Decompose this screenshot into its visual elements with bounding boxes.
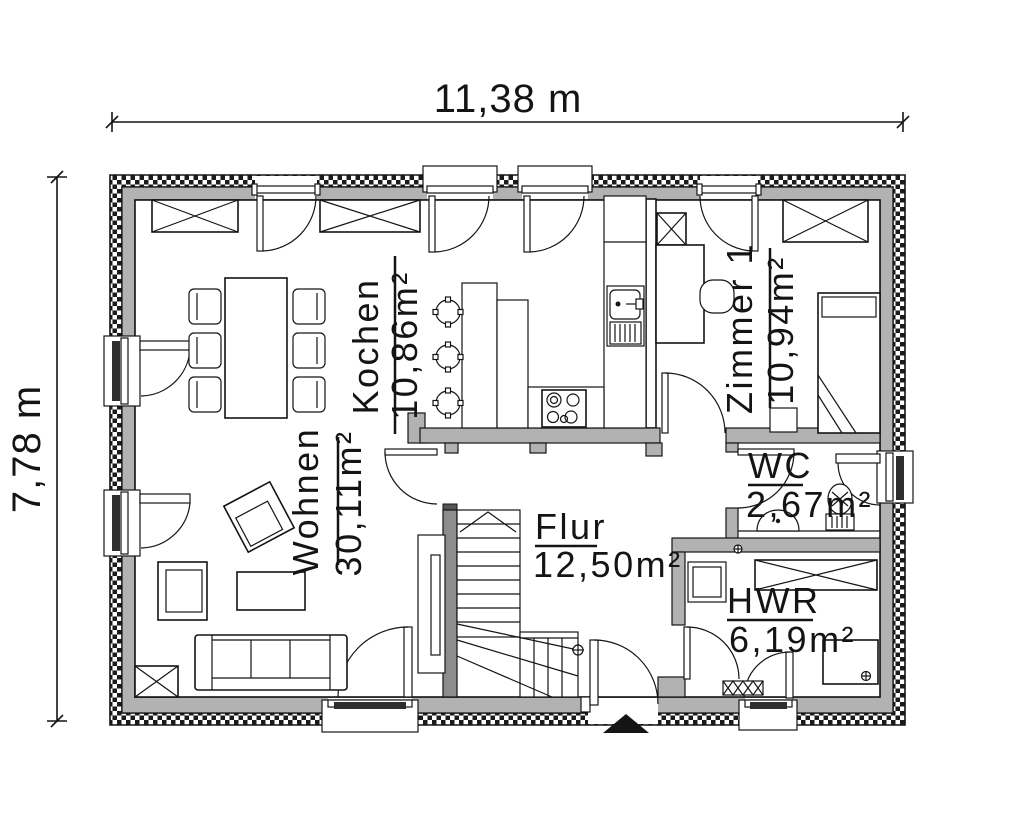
- wc-fixtures: [738, 483, 880, 532]
- room-area: 6,19m²: [729, 619, 856, 660]
- stair-direction-arrow: [459, 511, 517, 533]
- coffee-table: [236, 571, 306, 611]
- room-name: WC: [748, 445, 813, 486]
- nightstand: [769, 407, 798, 433]
- bed: [817, 292, 881, 434]
- dimension-left: 7,78 m: [5, 170, 67, 728]
- door-zimmer1: [661, 372, 726, 434]
- room-area: 10,94m²: [760, 255, 801, 405]
- room-label-flur: Flur 12,50m²: [533, 506, 683, 585]
- sideboard-x-1: [151, 199, 239, 233]
- window-zimmer1: [696, 176, 762, 252]
- entrance-door: [580, 639, 659, 724]
- room-area: 2,67m²: [746, 484, 873, 525]
- corner-cabinet-x: [134, 665, 179, 698]
- wardrobe-zimmer1: [782, 199, 869, 243]
- dining-table: [224, 277, 288, 419]
- terrace-door-1: [422, 165, 498, 253]
- room-label-kochen: Kochen 10,86m²: [345, 256, 425, 434]
- window-left-1: [103, 335, 191, 407]
- interior-walls: [407, 198, 881, 698]
- window-left-2: [103, 489, 191, 557]
- room-name: Zimmer 1: [719, 242, 760, 414]
- armchair-rotated: [222, 480, 296, 554]
- door-wc: [737, 448, 795, 509]
- terrace-door-2: [517, 165, 593, 253]
- dimension-top: 11,38 m: [105, 77, 910, 132]
- room-name: Kochen: [345, 277, 386, 414]
- room-label-hwr: HWR 6,19m²: [727, 580, 856, 660]
- window-wc: [835, 450, 914, 506]
- kitchen-sink: [606, 285, 645, 347]
- desk: [655, 244, 705, 344]
- dimension-width-label: 11,38 m: [434, 77, 583, 121]
- cabinet-zimmer1: [656, 212, 687, 246]
- entrance-arrow: [603, 714, 649, 733]
- armchair: [157, 561, 208, 621]
- dining-chairs: [188, 288, 326, 413]
- dimension-height-label: 7,78 m: [5, 385, 49, 513]
- room-area: 30,11m²: [328, 430, 369, 577]
- radiator: [722, 679, 764, 697]
- room-area: 10,86m²: [384, 270, 425, 420]
- tv-board: [417, 534, 446, 674]
- hwr-sink-unit: [687, 544, 743, 603]
- door-hwr: [683, 626, 740, 680]
- staircase: [442, 503, 584, 698]
- room-name: Flur: [535, 506, 607, 547]
- stove: [541, 389, 587, 428]
- room-label-zimmer1: Zimmer 1 10,94m²: [719, 242, 801, 414]
- toilet: [825, 483, 855, 531]
- bar-stools: [432, 296, 464, 419]
- door-wohnen-flur: [384, 448, 438, 505]
- sideboard-x-2: [319, 199, 421, 233]
- hwr-cabinet-x: [754, 559, 878, 591]
- room-area: 12,50m²: [533, 544, 683, 585]
- wall-kitchen-zimmer: [645, 198, 657, 429]
- sofa: [194, 634, 348, 691]
- washing-machine: [822, 639, 879, 685]
- office-chair: [699, 279, 735, 314]
- terrace-door-wohnen: [321, 626, 419, 733]
- room-label-wc: WC 2,67m²: [746, 445, 873, 525]
- window-dining: [251, 176, 321, 252]
- room-label-wohnen: Wohnen 30,11m²: [285, 427, 369, 577]
- room-name: Wohnen: [285, 427, 326, 575]
- room-name: HWR: [727, 580, 820, 621]
- window-hwr: [738, 651, 798, 731]
